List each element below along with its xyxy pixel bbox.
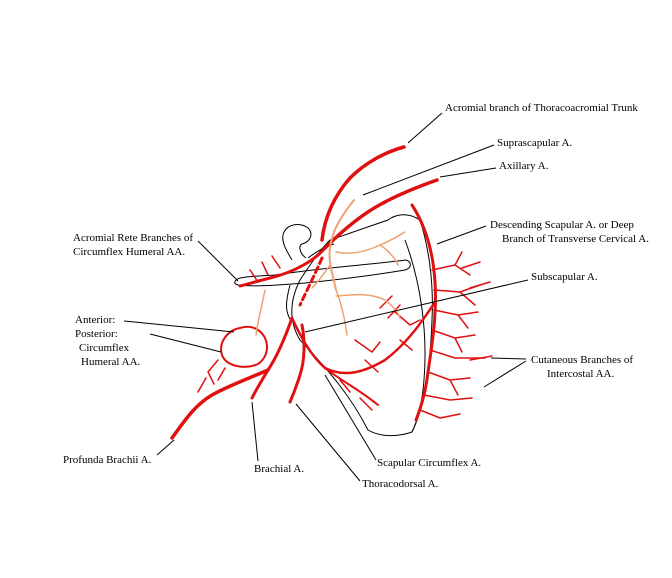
descending-scapular-artery <box>410 203 437 422</box>
subscapular-artery <box>290 300 437 375</box>
circumflex-humeral-loop <box>220 325 268 368</box>
label-circumflex: Circumflex <box>79 342 130 354</box>
suprascapular-vessels <box>255 199 406 336</box>
label-scapular-circumflex: Scapular Circumflex A. <box>377 457 481 469</box>
label-humeral: Humeral AA. <box>81 356 141 368</box>
coracoid-outline <box>282 224 312 261</box>
label-descending-scapular-line1: Descending Scapular A. or Deep <box>490 219 634 231</box>
label-axillary: Axillary A. <box>499 160 549 172</box>
profunda-brachii-artery <box>170 368 270 440</box>
axillary-continuation <box>238 246 327 288</box>
label-anterior: Anterior: <box>75 314 115 326</box>
acromial-branch-thoracoacromial <box>320 145 406 242</box>
label-cutaneous-line2: Intercostal AA. <box>547 368 614 380</box>
scapular-circumflex-artery <box>324 367 379 406</box>
label-acromial-thoracoacromial: Acromial branch of Thoracoacromial Trunk <box>445 102 638 114</box>
leader-lines <box>123 112 529 482</box>
label-profunda-brachii: Profunda Brachii A. <box>63 454 152 466</box>
label-cutaneous-line1: Cutaneous Branches of <box>531 354 633 366</box>
label-acromial-rete-line2: Circumflex Humeral AA. <box>73 246 185 258</box>
cutaneous-branches <box>197 251 493 419</box>
label-brachial: Brachial A. <box>254 463 304 475</box>
label-descending-scapular-line2: Branch of Transverse Cervical A. <box>502 233 649 245</box>
label-acromial-rete-line1: Acromial Rete Branches of <box>73 232 193 244</box>
axillary-artery <box>323 178 439 250</box>
label-subscapular: Subscapular A. <box>531 271 598 283</box>
axillary-dashed-segment <box>298 256 324 307</box>
glenoid-outline <box>286 284 293 323</box>
arteries <box>170 145 493 440</box>
acromion-outline <box>234 259 411 287</box>
labels: Acromial branch of Thoracoacromial Trunk… <box>63 102 649 490</box>
label-thoracodorsal: Thoracodorsal A. <box>362 478 439 490</box>
label-suprascapular: Suprascapular A. <box>497 137 572 149</box>
suprascapular-artery <box>328 199 355 291</box>
clavicle-end-outline <box>307 243 335 259</box>
label-posterior: Posterior: <box>75 328 118 340</box>
